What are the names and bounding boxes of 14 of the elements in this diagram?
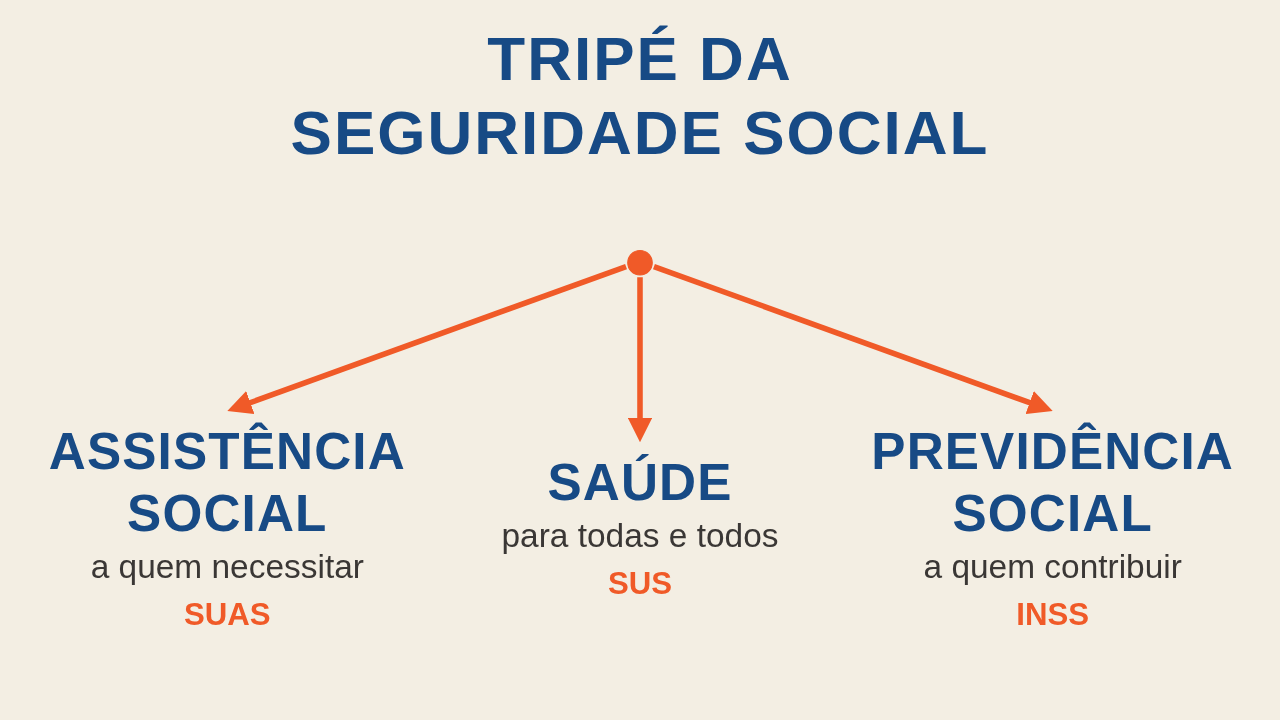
arrow [227,263,627,415]
description-text: para todas e todos [501,516,779,554]
acronym-text: INSS [1016,597,1090,632]
junction-dot [627,249,653,276]
pillar-heading: SAÚDE [547,453,733,512]
title: TRIPÉ DA SEGURIDADE SOCIAL [289,23,991,169]
arrow [627,277,653,443]
description-text: a quem contribuir [923,548,1182,585]
pillar-heading: PREVIDÊNCIA SOCIAL [871,422,1234,543]
acronym-text: SUS [607,565,673,601]
arrow [653,263,1053,415]
acronym-text: SUAS [183,597,271,632]
pillar-heading: ASSISTÊNCIA SOCIAL [48,422,406,543]
description-text: a quem necessitar [90,548,364,585]
